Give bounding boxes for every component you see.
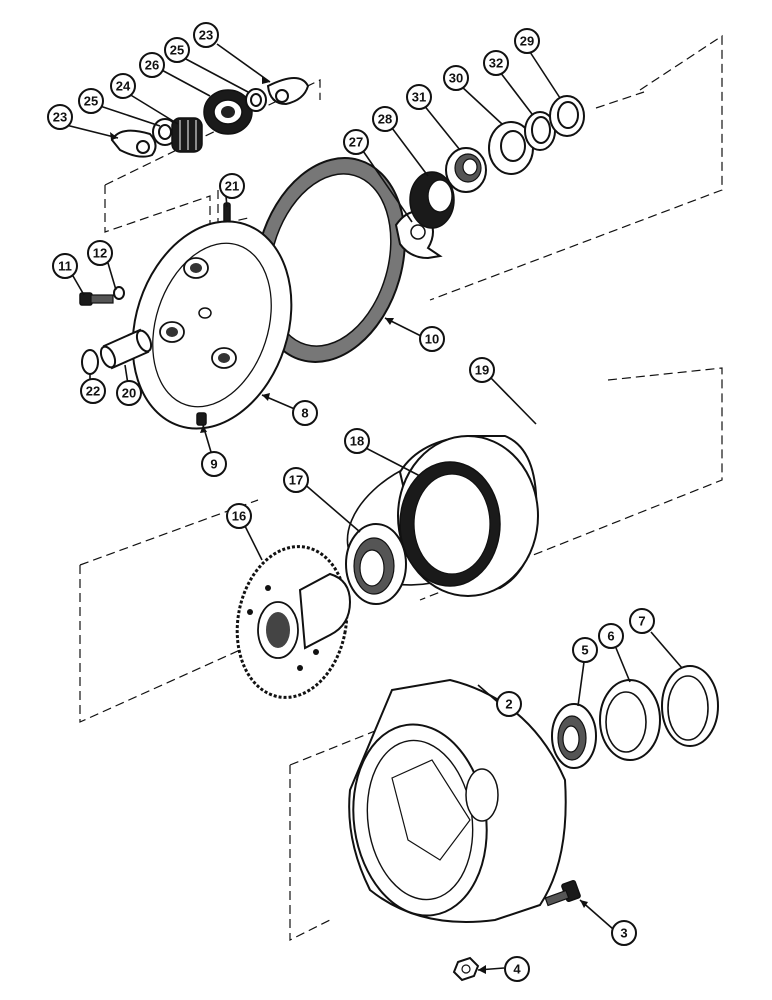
callout-4: 4: [504, 956, 530, 982]
callout-19: 19: [469, 357, 495, 383]
svg-text:23: 23: [199, 28, 213, 43]
bearing-17: [345, 523, 407, 605]
callout-9: 9: [201, 451, 227, 477]
ring-gear: [397, 435, 539, 597]
callout-23-right: 23: [193, 22, 219, 48]
callout-29: 29: [514, 28, 540, 54]
callout-18: 18: [344, 428, 370, 454]
callout-8: 8: [292, 400, 318, 426]
callout-23-left: 23: [47, 104, 73, 130]
planet-carrier: [131, 220, 293, 430]
callout-31: 31: [406, 84, 432, 110]
callout-30: 30: [443, 65, 469, 91]
svg-text:9: 9: [210, 457, 217, 472]
planet-gear-set-upper: [110, 77, 310, 158]
callout-12: 12: [87, 240, 113, 266]
svg-text:5: 5: [581, 643, 588, 658]
callouts: 2 3 4 5 6 7 8 9 10 11 12 16 17 18 19 20 …: [47, 22, 655, 982]
svg-text:28: 28: [378, 112, 392, 127]
callout-25-right: 25: [164, 37, 190, 63]
callout-26: 26: [139, 52, 165, 78]
lock-washer: [113, 286, 125, 300]
callout-22: 22: [80, 378, 106, 404]
bearing-5: [551, 703, 597, 769]
svg-text:24: 24: [116, 79, 131, 94]
friction-disc: [254, 157, 406, 363]
svg-text:12: 12: [93, 246, 107, 261]
callout-3: 3: [611, 920, 637, 946]
callout-21: 21: [219, 173, 245, 199]
svg-text:30: 30: [449, 71, 463, 86]
planet-pin: [99, 328, 153, 370]
seal-7: [661, 665, 719, 747]
svg-text:11: 11: [58, 259, 72, 274]
svg-text:25: 25: [170, 43, 184, 58]
callout-6: 6: [598, 623, 624, 649]
svg-text:25: 25: [84, 94, 98, 109]
callout-24: 24: [110, 73, 136, 99]
bolt-11: [79, 292, 114, 306]
svg-text:32: 32: [489, 56, 503, 71]
svg-text:29: 29: [520, 34, 534, 49]
svg-text:18: 18: [350, 434, 364, 449]
hub-gear: [235, 545, 352, 699]
svg-text:2: 2: [505, 697, 512, 712]
svg-text:8: 8: [301, 406, 308, 421]
svg-text:16: 16: [232, 509, 246, 524]
callout-27: 27: [343, 129, 369, 155]
callout-7: 7: [629, 608, 655, 634]
svg-text:7: 7: [638, 614, 645, 629]
snap-ring: [81, 349, 99, 375]
svg-text:4: 4: [513, 962, 521, 977]
svg-text:23: 23: [53, 110, 67, 125]
callout-11: 11: [52, 253, 78, 279]
leader-arrowheads: [110, 76, 588, 974]
set-screw: [196, 412, 207, 426]
thrust-plate-right: [266, 77, 310, 106]
callout-10: 10: [419, 326, 445, 352]
wheel-stud: [544, 879, 581, 907]
svg-text:20: 20: [122, 386, 136, 401]
callout-32: 32: [483, 50, 509, 76]
sun-gear: [409, 171, 455, 229]
svg-text:26: 26: [145, 58, 159, 73]
svg-text:27: 27: [349, 135, 363, 150]
svg-text:21: 21: [225, 179, 239, 194]
svg-text:17: 17: [289, 473, 303, 488]
bearing-31: [445, 147, 487, 193]
svg-text:31: 31: [412, 90, 426, 105]
callout-28: 28: [372, 106, 398, 132]
callout-2: 2: [496, 691, 522, 717]
svg-text:6: 6: [607, 629, 614, 644]
hub-housing: [348, 678, 567, 923]
svg-text:10: 10: [425, 332, 439, 347]
callout-20: 20: [116, 380, 142, 406]
callout-17: 17: [283, 467, 309, 493]
callout-25-left: 25: [78, 88, 104, 114]
bearing-cup-6: [599, 679, 661, 761]
svg-text:19: 19: [475, 363, 489, 378]
callout-5: 5: [572, 637, 598, 663]
svg-text:3: 3: [620, 926, 627, 941]
callout-16: 16: [226, 503, 252, 529]
svg-text:22: 22: [86, 384, 100, 399]
